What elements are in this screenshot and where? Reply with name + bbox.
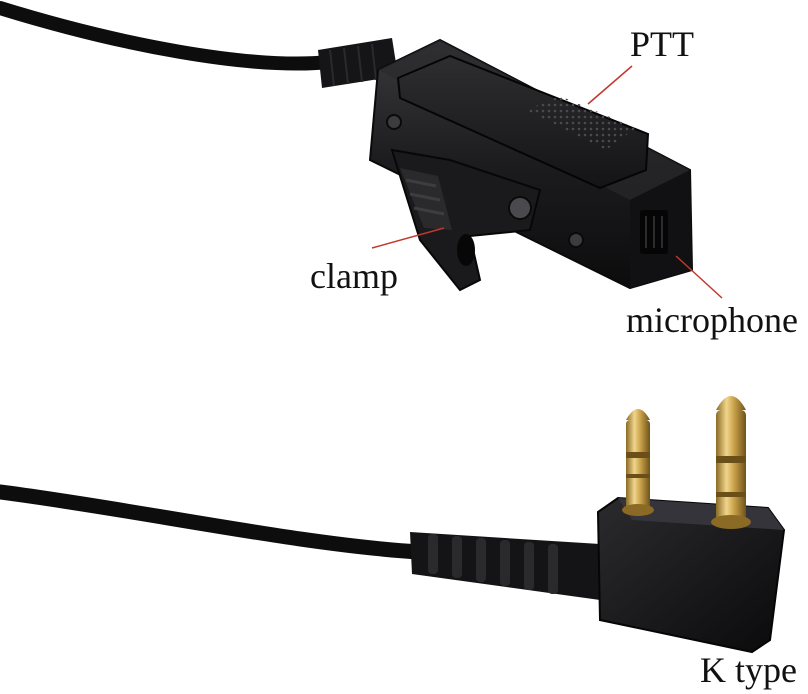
lower-cable	[0, 484, 428, 560]
clamp-leader-line	[371, 227, 445, 249]
ptt-button	[396, 54, 650, 190]
long-gold-pin	[711, 396, 751, 529]
clamp-label: clamp	[310, 256, 398, 296]
microphone-leader-line	[675, 255, 723, 299]
housing-screws	[386, 114, 584, 248]
upper-cable	[0, 1, 337, 71]
plug-type-label: K type	[700, 650, 797, 690]
microphone-port	[640, 210, 668, 254]
short-gold-pin	[622, 409, 654, 516]
strain-relief-lower	[410, 532, 600, 600]
clothing-clip	[390, 148, 542, 292]
ptt-leader-line	[587, 65, 633, 105]
microphone-label: microphone	[626, 300, 798, 340]
k-type-plug-body	[596, 496, 786, 654]
ptt-label: PTT	[630, 24, 695, 64]
